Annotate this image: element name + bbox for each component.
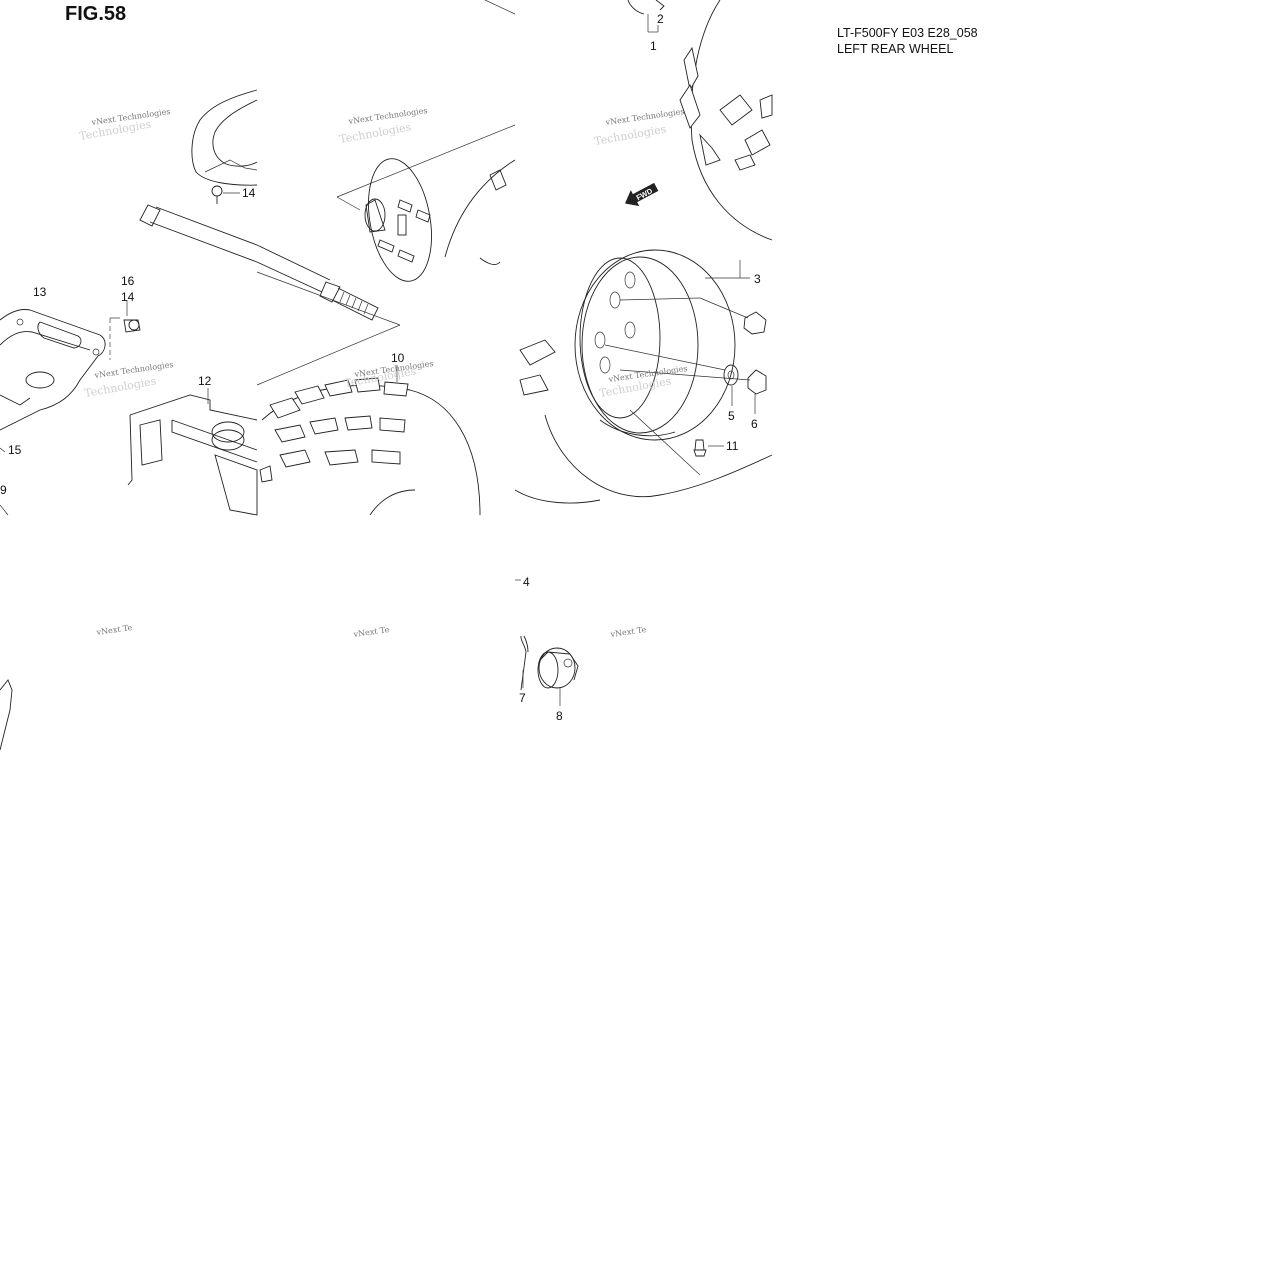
model-code: LT-F500FY E03 E28_058	[837, 26, 978, 40]
callout-7: 7	[519, 691, 526, 705]
svg-text:vNext Te: vNext Te	[95, 623, 133, 637]
callout-8: 8	[556, 709, 563, 723]
bracket-12	[127, 388, 258, 516]
wheel-rim-3	[514, 249, 773, 504]
callouts: 1 2 3 4 5 6 7 8 9 10 11 12 13 14 14 15 1…	[0, 12, 761, 723]
callout-9: 9	[0, 483, 7, 497]
rear-axle-shaft	[139, 204, 379, 321]
callout-4: 4	[523, 575, 530, 589]
fwd-arrow-icon: FWD	[625, 182, 659, 207]
callout-16: 16	[121, 274, 135, 288]
tile-fender-axle	[0, 89, 379, 516]
watermarks: Technologies vNext Technologies Technolo…	[78, 106, 688, 639]
callout-14-top: 14	[242, 186, 256, 200]
skid-plate-13	[0, 309, 106, 431]
lug-nut-and-washer	[723, 311, 767, 414]
cotter-pin-7	[520, 635, 529, 691]
svg-text:vNext Te: vNext Te	[352, 625, 390, 639]
svg-text:vNext Technologies: vNext Technologies	[93, 360, 174, 380]
model-description: LEFT REAR WHEEL	[837, 42, 954, 56]
rear-tire-10	[259, 365, 481, 516]
callout-12: 12	[198, 374, 212, 388]
wheel-hub	[364, 158, 432, 282]
model-info: LT-F500FY E03 E28_058 LEFT REAR WHEEL	[837, 25, 978, 57]
svg-text:Technologies: Technologies	[593, 122, 667, 148]
callout-1: 1	[650, 39, 657, 53]
tile-lower-right	[515, 579, 579, 706]
tire-valve-11	[629, 409, 724, 476]
callout-5: 5	[728, 409, 735, 423]
callout-3: 3	[754, 272, 761, 286]
bolt-14-top	[211, 185, 240, 204]
callout-2: 2	[657, 12, 664, 26]
callout-11: 11	[726, 439, 739, 453]
svg-text:vNext Technologies: vNext Technologies	[604, 107, 685, 127]
callout-15: 15	[8, 443, 22, 457]
bolt-16	[109, 300, 141, 360]
callout-14-mid: 14	[121, 290, 135, 304]
callout-6: 6	[751, 417, 758, 431]
callout-10: 10	[391, 351, 405, 365]
callout-13: 13	[33, 285, 47, 299]
tile-lower-left	[0, 679, 13, 751]
svg-text:vNext Technologies: vNext Technologies	[347, 106, 428, 126]
castle-nut-8	[537, 647, 579, 706]
svg-text:vNext Te: vNext Te	[609, 625, 647, 639]
leader-1-2	[627, 0, 665, 33]
figure-title: FIG.58	[65, 3, 127, 25]
tile-wheel-rim: FWD	[514, 0, 773, 504]
tile-hub-tire	[256, 0, 516, 516]
